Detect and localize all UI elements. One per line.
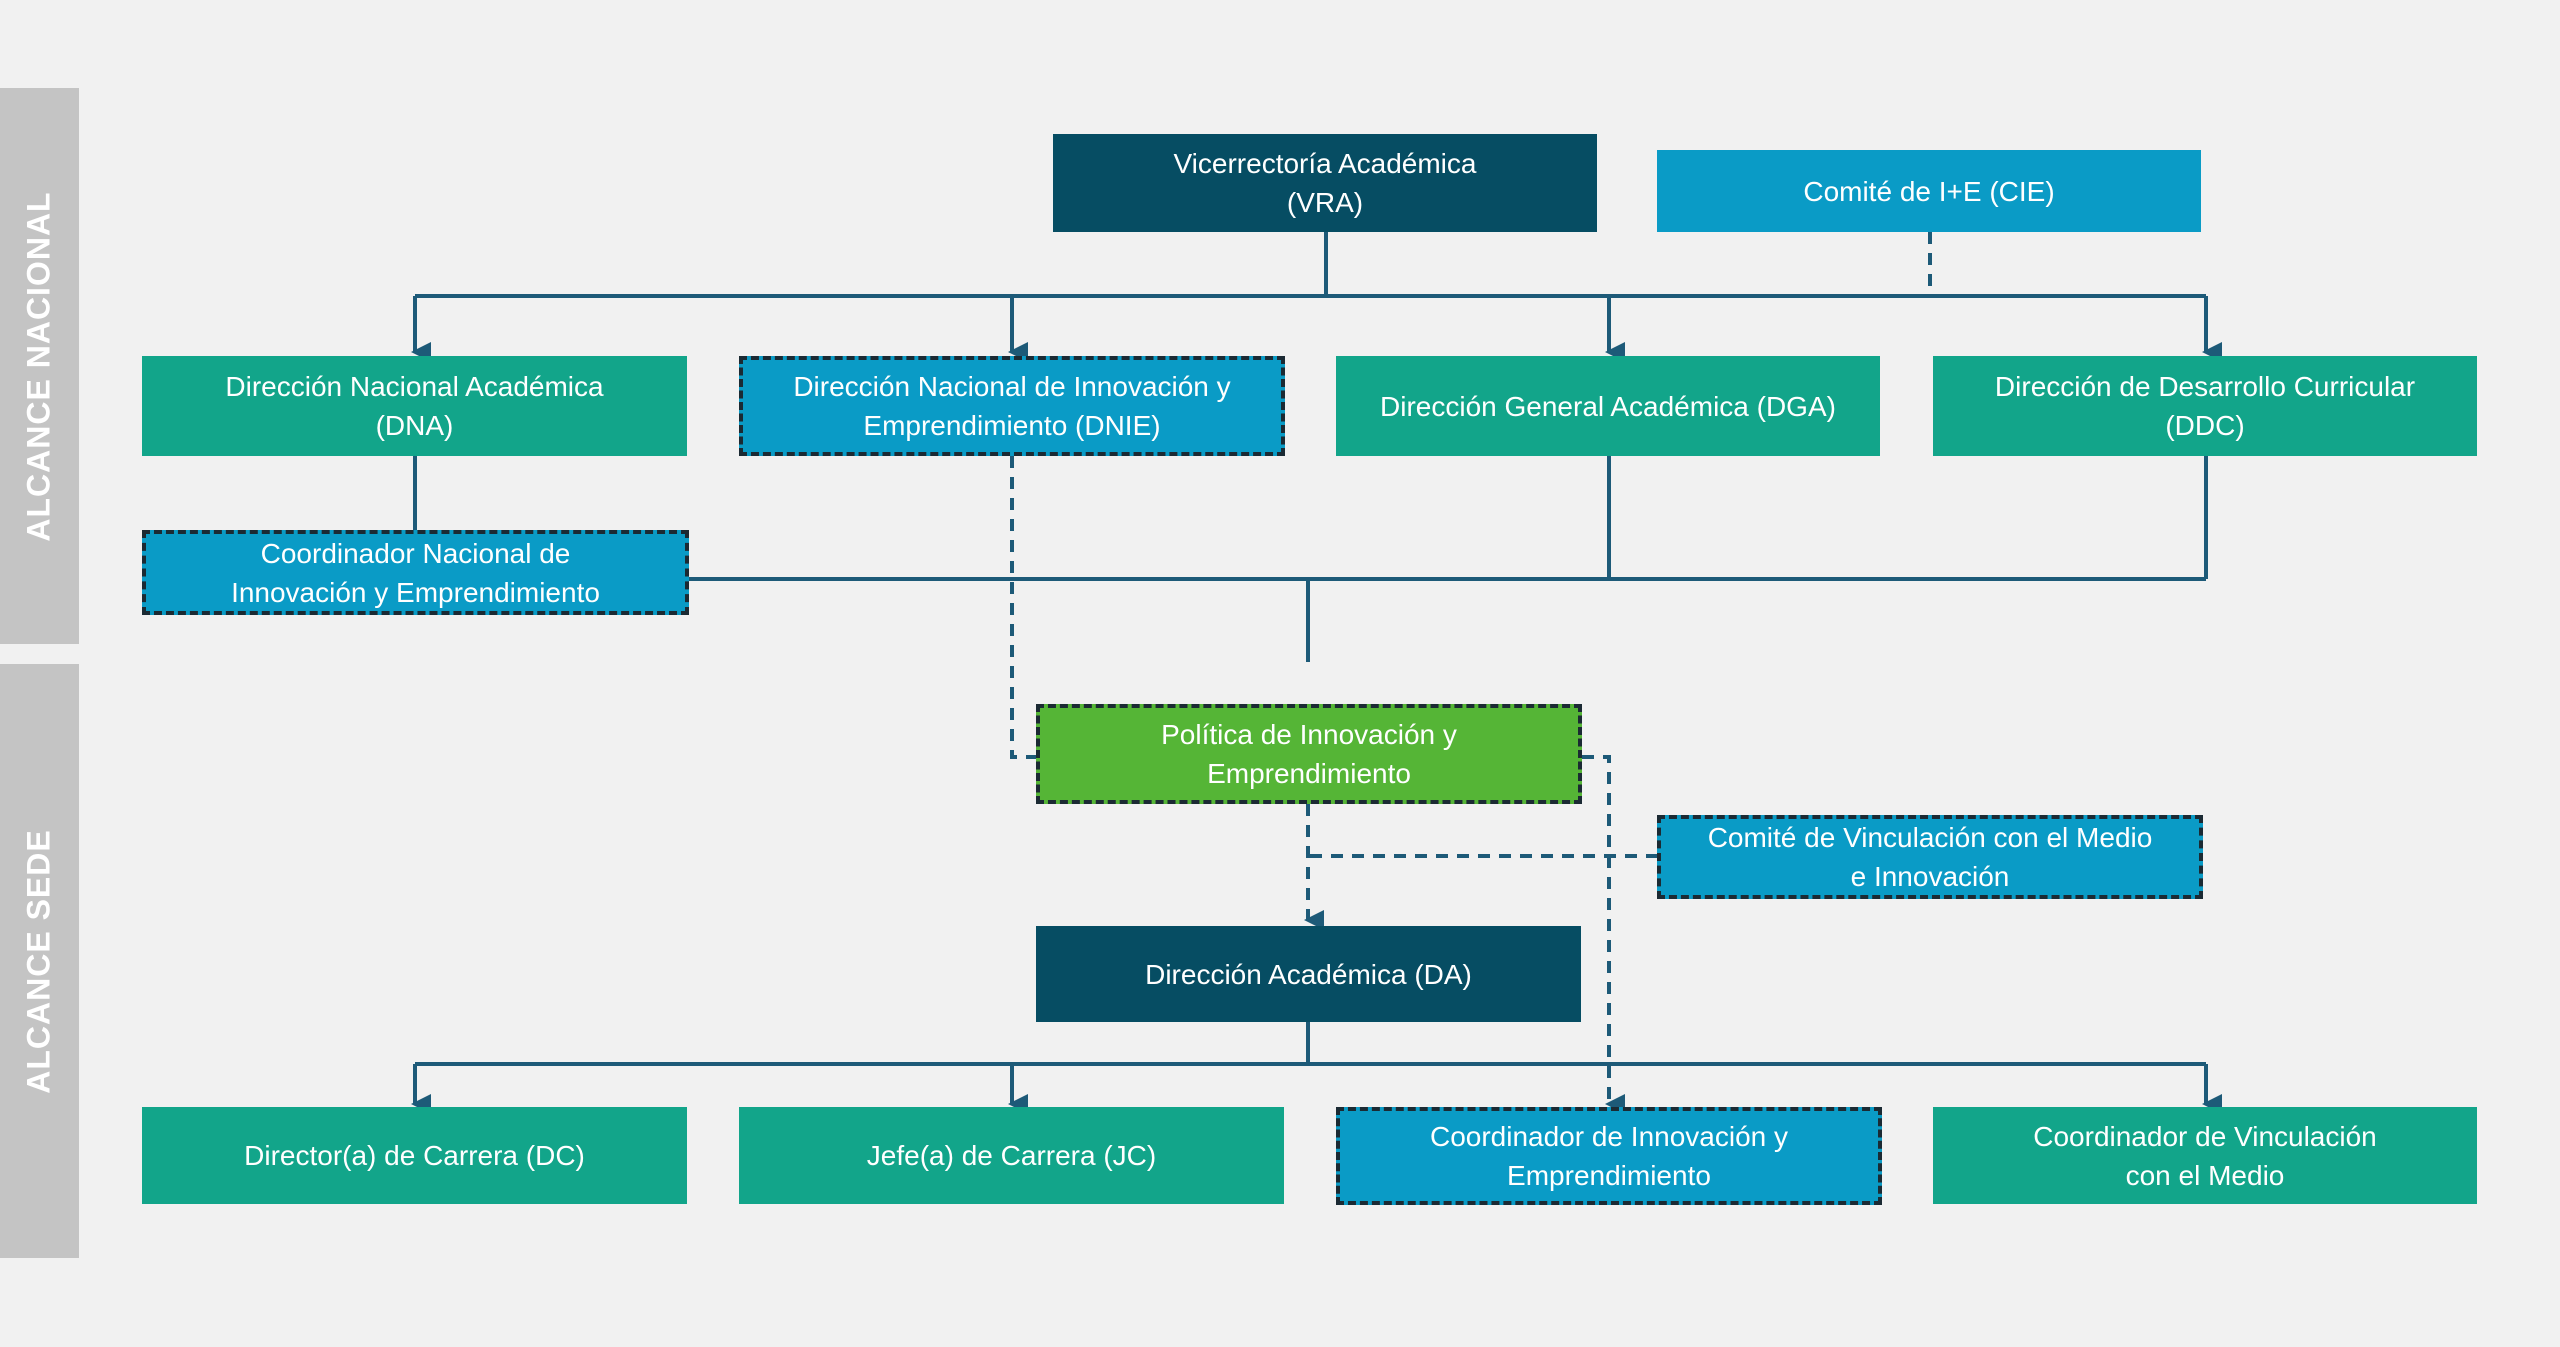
node-cie: Comité de I+E (CIE) [1657, 150, 2201, 232]
node-cnie-line1: Coordinador Nacional de [260, 537, 571, 569]
node-dc-line1: Director(a) de Carrera (DC) [244, 1140, 585, 1171]
node-cvm: Coordinador de Vinculación con el Medio [1933, 1107, 2477, 1204]
node-dna-line1: Dirección Nacional Académica [225, 371, 604, 402]
node-da-line1: Dirección Académica (DA) [1145, 958, 1472, 990]
node-jc-line1: Jefe(a) de Carrera (JC) [866, 1140, 1157, 1171]
connector-politica-coord [1582, 755, 1625, 1114]
node-ddc-line2: (DDC) [2165, 410, 2245, 441]
node-dna-line2: (DNA) [375, 410, 454, 441]
node-politica: Política de Innovación y Emprendimiento [1036, 704, 1582, 804]
node-cnie-line2: Innovación y Emprendimiento [231, 576, 600, 608]
node-dnie: Dirección Nacional de Innovación y Empre… [739, 356, 1285, 456]
node-dnie-line2: Emprendimiento (DNIE) [863, 410, 1161, 441]
node-cvm-line1: Coordinador de Vinculación [2033, 1120, 2377, 1152]
node-dga: Dirección General Académica (DGA) [1336, 356, 1880, 456]
node-politica-line1: Política de Innovación y [1161, 719, 1457, 750]
node-politica-line2: Emprendimiento [1207, 758, 1411, 789]
node-vra: Vicerrectoría Académica (VRA) [1053, 134, 1597, 232]
node-dc: Director(a) de Carrera (DC) [142, 1107, 687, 1204]
node-cie-line1: Comité de I+E (CIE) [1803, 175, 2055, 207]
node-cvmi-line1: Comité de Vinculación con el Medio [1707, 822, 2153, 853]
band-alcance-nacional: ALCANCE NACIONAL [0, 88, 79, 644]
node-cie-sede-line1: Coordinador de Innovación y [1429, 1121, 1788, 1152]
node-cvm-line2: con el Medio [2125, 1159, 2285, 1191]
node-comite-vinculacion: Comité de Vinculación con el Medio e Inn… [1657, 815, 2203, 899]
node-da: Dirección Académica (DA) [1036, 926, 1581, 1022]
node-vra-line2: (VRA) [1286, 187, 1364, 218]
node-cie-sede-line2: Emprendimiento [1507, 1160, 1711, 1191]
node-jc: Jefe(a) de Carrera (JC) [739, 1107, 1284, 1204]
node-dga-line1: Dirección General Académica (DGA) [1380, 390, 1836, 422]
connector-dnie-politica [1010, 456, 1036, 759]
node-coordinador-innovacion: Coordinador de Innovación y Emprendimien… [1336, 1107, 1882, 1205]
node-ddc-line1: Dirección de Desarrollo Curricular [1994, 371, 2416, 402]
node-vra-line1: Vicerrectoría Académica [1173, 148, 1477, 179]
node-cvmi-line2: e Innovación [1850, 861, 2010, 892]
node-dnie-line1: Dirección Nacional de Innovación y [793, 371, 1231, 402]
node-ddc: Dirección de Desarrollo Curricular (DDC) [1933, 356, 2477, 456]
band-alcance-sede: ALCANCE SEDE [0, 664, 79, 1258]
node-coordinador-nacional: Coordinador Nacional de Innovación y Emp… [142, 530, 689, 615]
node-dna: Dirección Nacional Académica (DNA) [142, 356, 687, 456]
